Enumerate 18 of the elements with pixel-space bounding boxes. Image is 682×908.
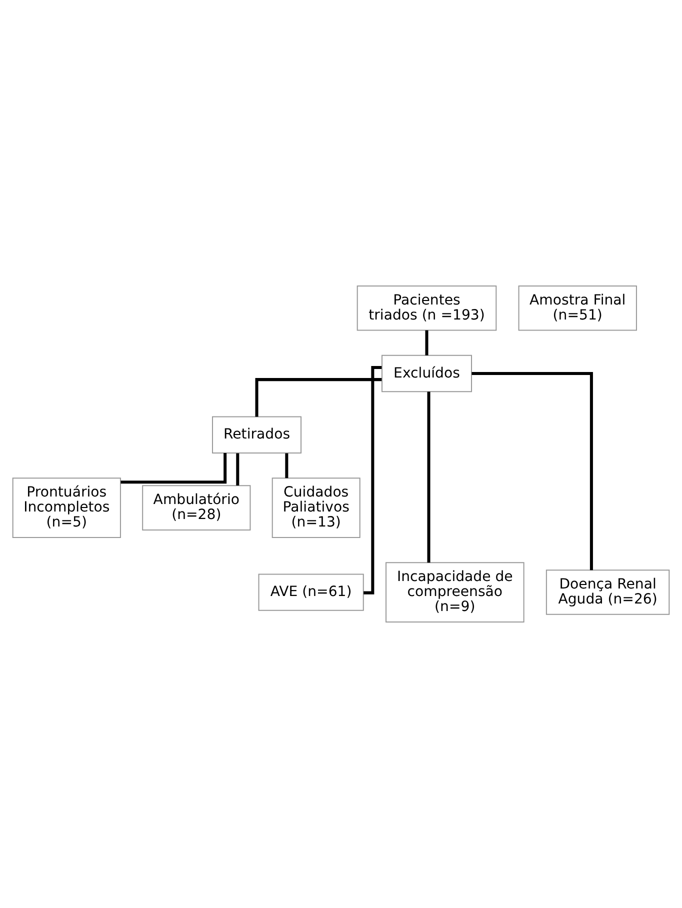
node-box: Prontuários Incompletos (n=5) [12, 478, 121, 538]
connector [255, 378, 382, 417]
connector [120, 453, 227, 484]
node-box: Amostra Final (n=51) [518, 286, 637, 331]
connector [425, 330, 428, 356]
node-box: Retirados [212, 416, 302, 454]
connector [236, 453, 240, 486]
node-box: Doença Renal Aguda (n=26) [546, 570, 670, 615]
node-box: Cuidados Paliativos (n=13) [272, 478, 360, 538]
node-box: AVE (n=61) [258, 574, 364, 611]
connector [285, 453, 288, 478]
connector [427, 392, 430, 563]
connector [472, 372, 593, 570]
connector [364, 366, 382, 594]
node-box: Excluídos [381, 354, 472, 392]
node-box: Pacientes triados (n =193) [356, 286, 497, 331]
node-box: Ambulatório (n=28) [142, 485, 251, 530]
node-box: Incapacidade de compreensão (n=9) [386, 562, 524, 622]
